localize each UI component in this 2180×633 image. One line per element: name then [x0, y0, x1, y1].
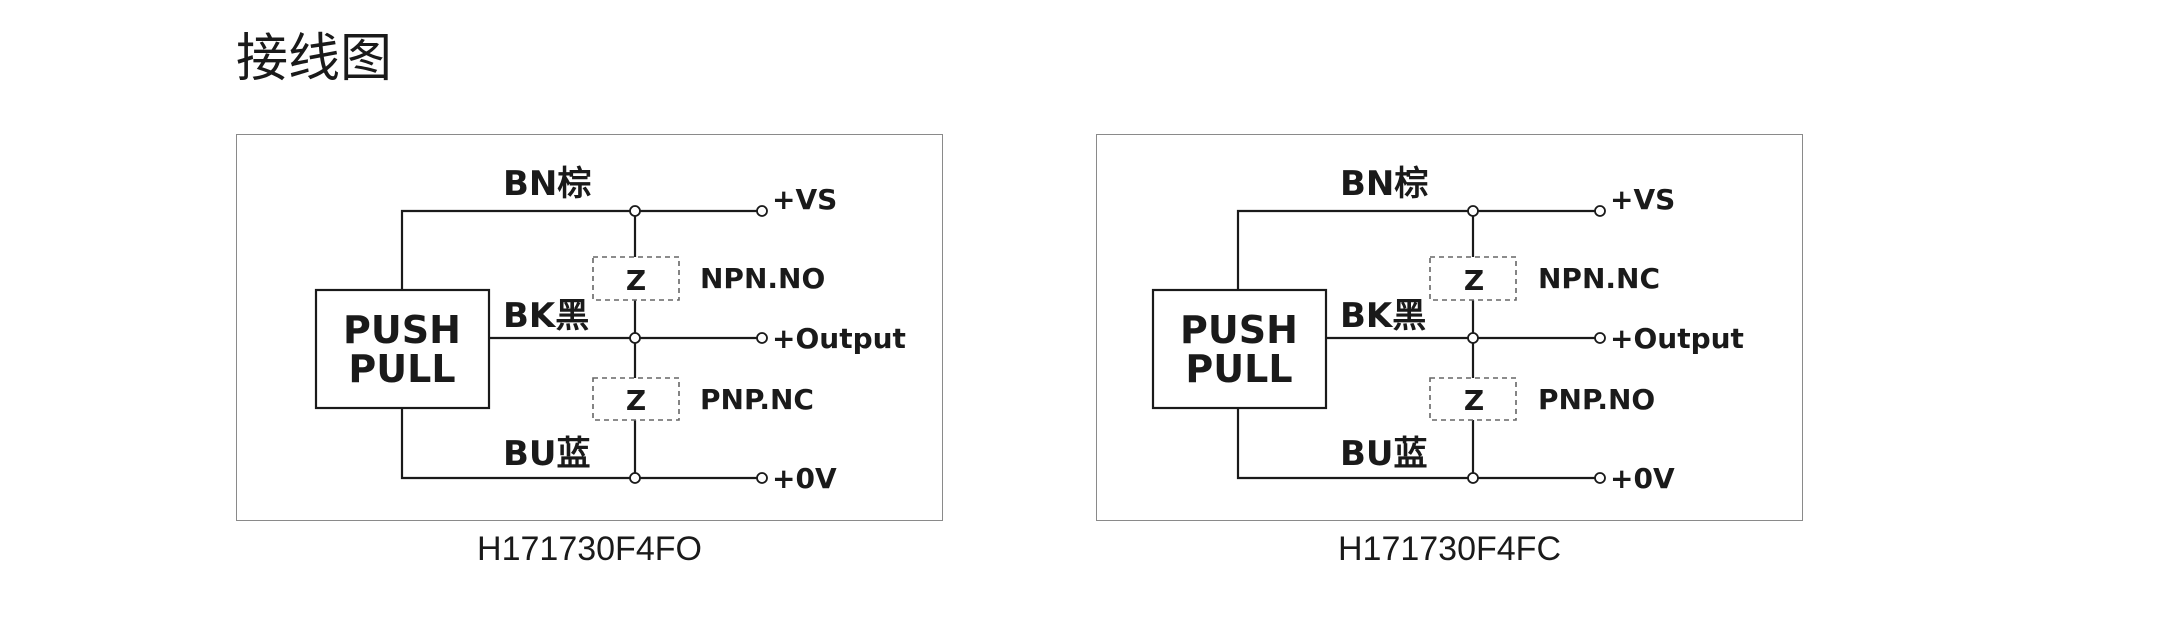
output-terminal-label: +Output: [1610, 322, 1744, 355]
terminal-dot: [1594, 472, 1606, 484]
device-box: [1151, 288, 1328, 410]
upper-load-box: [1429, 256, 1517, 301]
brown-wire-label: BN棕: [503, 164, 591, 204]
junction-dot: [1467, 472, 1479, 484]
lower-load-box: [592, 377, 680, 421]
junction-dot: [1467, 205, 1479, 217]
device-label-line1: PUSH: [1180, 308, 1298, 352]
wiring-diagram-right: PUSH PULL BN棕 BK黑 BU蓝 +VS +Output +0V Z …: [1096, 134, 1803, 521]
device-label-line1: PUSH: [343, 308, 461, 352]
brown-wire: [400, 209, 635, 290]
upper-load-symbol: Z: [626, 264, 646, 297]
junction-dot: [629, 472, 641, 484]
upper-load-box: [592, 256, 680, 301]
blue-wire-label: BU蓝: [503, 434, 591, 474]
blue-wire-label: BU蓝: [1340, 434, 1428, 474]
terminal-dot: [1594, 332, 1606, 344]
lower-load-label: PNP.NO: [1538, 383, 1655, 416]
page-title: 接线图: [236, 29, 393, 89]
upper-load-label: NPN.NC: [1538, 262, 1660, 295]
vs-terminal-label: +VS: [1610, 183, 1675, 216]
wiring-diagram-svg: PUSH PULL BN棕 BK黑 BU蓝 +VS +Output +0V Z …: [1151, 164, 1744, 495]
lower-load-symbol: Z: [1464, 384, 1484, 417]
brown-wire-label: BN棕: [1340, 164, 1428, 204]
vs-terminal-label: +VS: [772, 183, 837, 216]
black-wire-label: BK黑: [1340, 296, 1426, 336]
blue-wire: [400, 408, 635, 480]
upper-load-symbol: Z: [1464, 264, 1484, 297]
junction-dot: [1467, 332, 1479, 344]
device-label-line2: PULL: [1185, 347, 1292, 391]
lower-load-label: PNP.NC: [700, 383, 814, 416]
terminal-dot: [1594, 205, 1606, 217]
wiring-diagram-svg: PUSH PULL BN棕 BK黑 BU蓝 +VS +Output +0V Z …: [314, 164, 906, 495]
terminal-dot: [756, 472, 768, 484]
upper-load-label: NPN.NO: [700, 262, 825, 295]
zero-terminal-label: +0V: [1610, 462, 1675, 495]
brown-wire: [1236, 209, 1473, 290]
output-terminal-label: +Output: [772, 322, 906, 355]
model-number-right: H171730F4FC: [1337, 530, 1561, 568]
junction-dot: [629, 332, 641, 344]
zero-terminal-label: +0V: [772, 462, 837, 495]
device-label-line2: PULL: [348, 347, 455, 391]
lower-load-box: [1429, 377, 1517, 421]
terminal-dot: [756, 332, 768, 344]
blue-wire: [1236, 408, 1473, 480]
black-wire-label: BK黑: [503, 296, 589, 336]
wiring-diagram-left: PUSH PULL BN棕 BK黑 BU蓝 +VS +Output +0V Z …: [236, 134, 943, 521]
terminal-dot: [756, 205, 768, 217]
junction-dot: [629, 205, 641, 217]
lower-load-symbol: Z: [626, 384, 646, 417]
model-number-left: H171730F4FO: [477, 530, 702, 568]
